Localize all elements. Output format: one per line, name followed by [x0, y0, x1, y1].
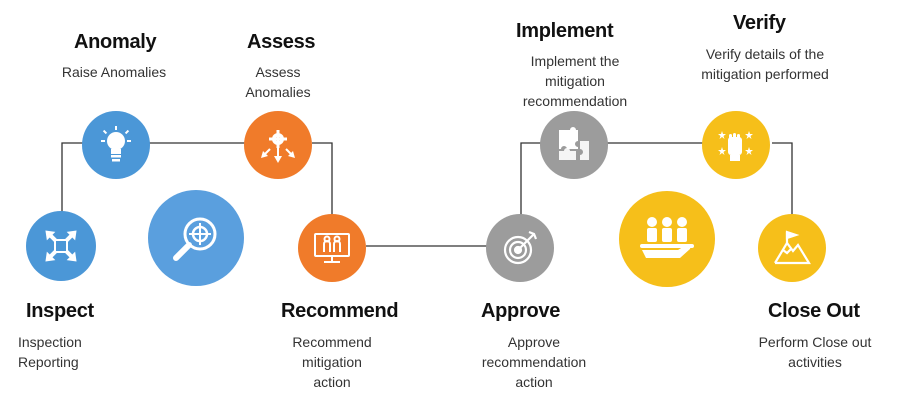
anomaly-desc: Raise Anomalies — [61, 64, 167, 80]
team-hand-icon — [640, 217, 694, 258]
mountain-flag-icon — [774, 230, 811, 265]
anomaly-circle — [82, 111, 150, 179]
closeout-circle — [758, 214, 826, 282]
arrows-cross-icon — [45, 230, 77, 262]
implement-circle — [540, 111, 608, 179]
verify-title: Verify — [733, 12, 786, 34]
connector-inspect-anomaly — [61, 142, 85, 215]
anomaly-title: Anomaly — [74, 31, 157, 53]
hub-inspection-circle — [148, 190, 244, 286]
fist-stars-icon — [718, 131, 753, 161]
gear-arrows-icon — [261, 130, 295, 163]
closeout-title: Close Out — [768, 300, 860, 322]
recommend-title: Recommend — [281, 300, 399, 322]
assess-circle — [244, 111, 312, 179]
implement-title: Implement — [516, 20, 614, 42]
verify-circle — [702, 111, 770, 179]
recommend-circle — [298, 214, 366, 282]
assess-title: Assess — [247, 31, 316, 53]
hub-team-circle — [619, 191, 715, 287]
inspect-circle — [26, 211, 96, 281]
inspect-title: Inspect — [26, 300, 94, 322]
connector-verify-closeout — [772, 142, 793, 216]
puzzle-icon — [559, 127, 589, 160]
target-icon — [503, 230, 538, 265]
approve-title: Approve — [481, 300, 561, 322]
connector-assess-recommend — [312, 142, 333, 216]
presentation-icon — [314, 233, 350, 263]
connector-approve-implement — [520, 142, 542, 215]
lightbulb-icon — [101, 126, 131, 162]
approve-circle — [486, 214, 554, 282]
magnifier-target-icon — [173, 217, 217, 261]
